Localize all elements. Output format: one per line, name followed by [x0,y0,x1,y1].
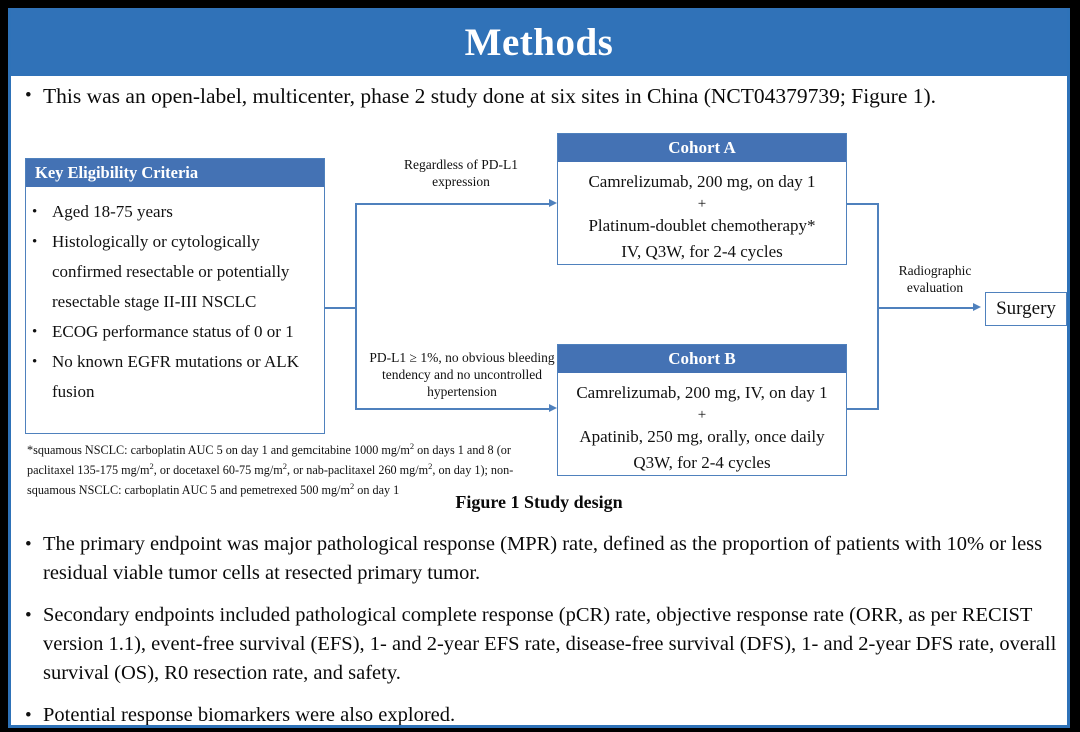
study-design-figure: Key Eligibility Criteria • Aged 18-75 ye… [11,120,1067,512]
connector-label-regardless: Regardless of PD-L1 expression [404,157,518,189]
connector-to-cohort-b [355,408,551,410]
footnote-line-3: squamous NSCLC: carboplatin AUC 5 and pe… [27,478,547,498]
footnote-line-3b: on day 1 [354,483,400,498]
eligibility-list: • Aged 18-75 years • Histologically or c… [32,197,318,407]
eligibility-item-text: No known EGFR mutations or ALK fusion [52,352,299,401]
connector-cohort-a-out [847,203,879,205]
bullet-marker-icon: • [32,234,38,250]
arrow-head-cohort-a-icon [549,199,557,207]
bullet-marker-icon: • [25,85,32,106]
bullet-marker-icon: • [32,324,38,340]
list-item: • No known EGFR mutations or ALK fusion [32,347,318,407]
bottom-bullet-text: Potential response biomarkers were also … [43,704,456,726]
figure-caption: Figure 1 Study design [455,492,623,512]
connector-vertical-split [355,203,357,409]
slide-title-bar: Methods [11,8,1067,76]
connector-eligibility-stub [325,307,357,309]
arrow-head-cohort-b-icon [549,404,557,412]
bullet-marker-icon: • [25,534,32,555]
bottom-bullet-text: Secondary endpoints included pathologica… [43,604,1057,684]
footnote-sup: 2 [428,461,433,472]
cohort-b-header: Cohort B [558,345,846,373]
cohort-a-body: Camrelizumab, 200 mg, on day 1 + Platinu… [558,162,846,265]
footnote-sup: 2 [349,481,355,492]
footnote-line-2b: , or docetaxel 60-75 mg/m [153,463,283,478]
bullet-marker-icon: • [32,354,38,370]
footnote-line-2c: , or nab-paclitaxel 260 mg/m [286,463,429,478]
surgery-box: Surgery [985,292,1067,326]
connector-label-pdl1: PD-L1 ≥ 1%, no obvious bleeding tendency… [369,350,555,399]
bullet-marker-icon: • [25,705,32,726]
surgery-label: Surgery [996,298,1056,319]
bullet-marker-icon: • [32,204,38,220]
eligibility-header: Key Eligibility Criteria [26,159,324,187]
arrow-head-surgery-icon [973,303,981,311]
footnote-line-1a: *squamous NSCLC: carboplatin AUC 5 on da… [27,443,410,458]
bullet-marker-icon: • [25,605,32,626]
cohort-b-line-1: Camrelizumab, 200 mg, IV, on day 1 [576,383,828,402]
slide-title: Methods [464,20,614,64]
cohort-b-line-3: Q3W, for 2-4 cycles [633,453,771,472]
bottom-bullet-text: The primary endpoint was major pathologi… [43,533,1043,584]
figure-footnote: *squamous NSCLC: carboplatin AUC 5 on da… [27,438,547,498]
cohort-b-line-2: Apatinib, 250 mg, orally, once daily [579,427,825,446]
eligibility-item-text: Aged 18-75 years [52,202,173,221]
footnote-line-2d: , on day 1); non- [432,463,514,478]
cohort-a-line-1: Camrelizumab, 200 mg, on day 1 [588,172,816,191]
footnote-sup: 2 [282,461,287,472]
footnote-line-2a: paclitaxel 135-175 mg/m [27,463,150,478]
cohort-a-box: Cohort A Camrelizumab, 200 mg, on day 1 … [557,133,847,265]
connector-cohort-b-out [847,408,879,410]
cohort-b-body: Camrelizumab, 200 mg, IV, on day 1 + Apa… [558,373,846,476]
connector-label-radiographic: Radiographic evaluation [898,263,972,295]
connector-to-cohort-a [355,203,551,205]
eligibility-criteria-box: Key Eligibility Criteria • Aged 18-75 ye… [25,158,325,434]
list-item: • Aged 18-75 years [32,197,318,227]
footnote-sup: 2 [149,461,154,472]
footnote-sup: 2 [409,441,415,451]
connector-vertical-merge [877,203,879,409]
bottom-bullet-list: • The primary endpoint was major patholo… [25,530,1057,726]
cohort-a-line-3: IV, Q3W, for 2-4 cycles [621,242,783,261]
intro-bullet-text: This was an open-label, multicenter, pha… [43,84,937,108]
list-item: • Histologically or cytologically confir… [32,227,318,317]
connector-to-surgery [877,307,975,309]
cohort-b-box: Cohort B Camrelizumab, 200 mg, IV, on da… [557,344,847,476]
footnote-line-2: paclitaxel 135-175 mg/m2, or docetaxel 6… [27,458,547,478]
cohort-a-plus: + [697,196,707,212]
slide-canvas: Methods • This was an open-label, multic… [8,8,1070,728]
list-item: • Secondary endpoints included pathologi… [25,601,1057,688]
footnote-line-3a: squamous NSCLC: carboplatin AUC 5 and pe… [27,483,350,498]
intro-bullet: • This was an open-label, multicenter, p… [25,82,1055,110]
eligibility-item-text: Histologically or cytologically confirme… [52,232,290,311]
eligibility-item-text: ECOG performance status of 0 or 1 [52,322,294,341]
list-item: • ECOG performance status of 0 or 1 [32,317,318,347]
footnote-line-1b: on days 1 and 8 (or [414,443,511,458]
list-item: • Potential response biomarkers were als… [25,701,1057,726]
cohort-a-header: Cohort A [558,134,846,162]
list-item: • The primary endpoint was major patholo… [25,530,1057,588]
cohort-a-line-2: Platinum-doublet chemotherapy* [588,216,816,235]
cohort-b-plus: + [697,407,707,423]
footnote-line-1: *squamous NSCLC: carboplatin AUC 5 on da… [27,438,547,458]
